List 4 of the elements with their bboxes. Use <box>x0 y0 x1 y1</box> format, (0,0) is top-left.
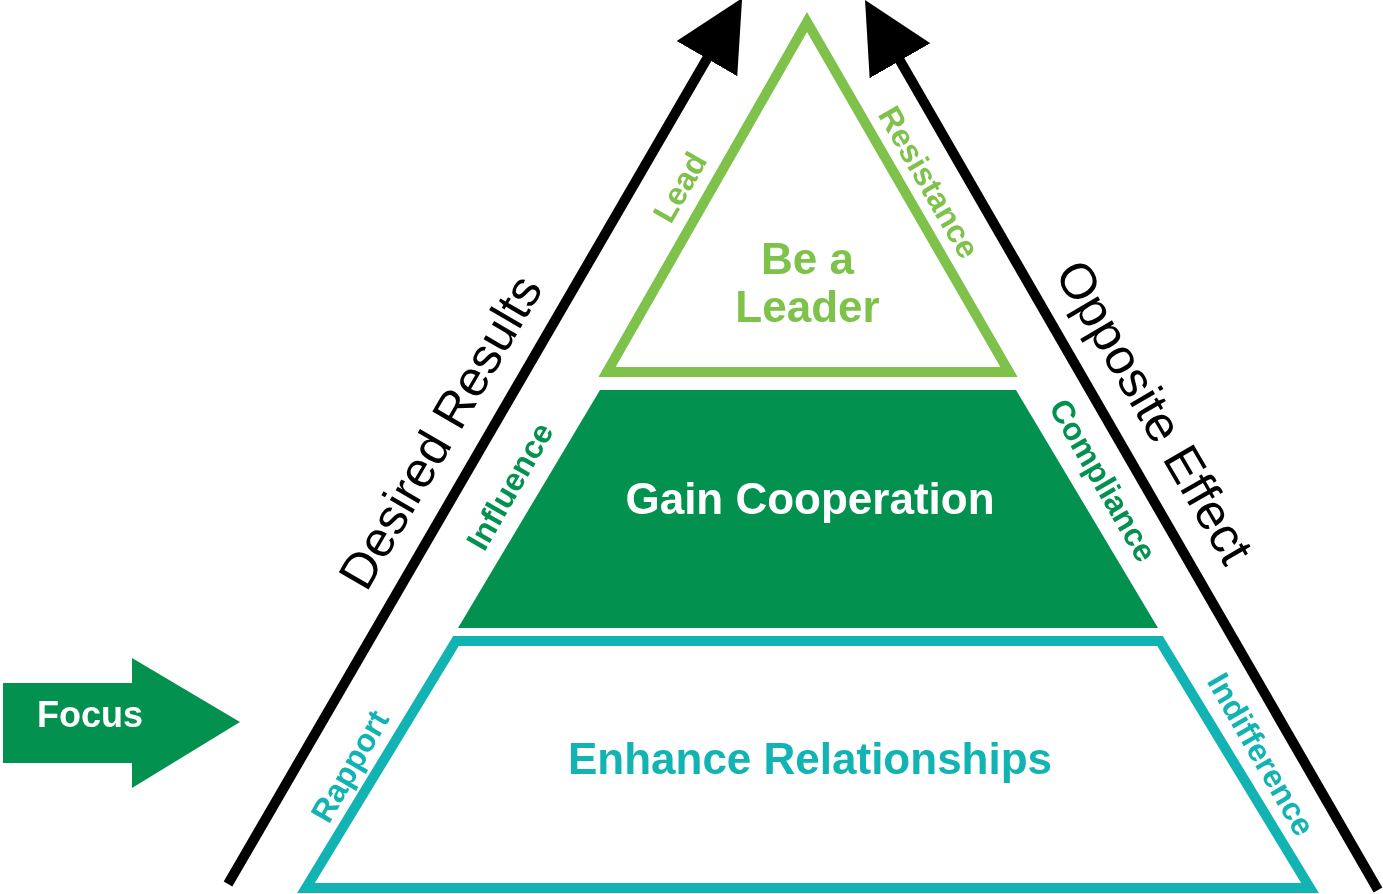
tier-title: Be a Leader <box>734 235 880 332</box>
tier-title: Gain Cooperation <box>624 475 996 524</box>
tier-title: Enhance Relationships <box>566 735 1054 784</box>
tier-title: Focus <box>36 695 144 735</box>
